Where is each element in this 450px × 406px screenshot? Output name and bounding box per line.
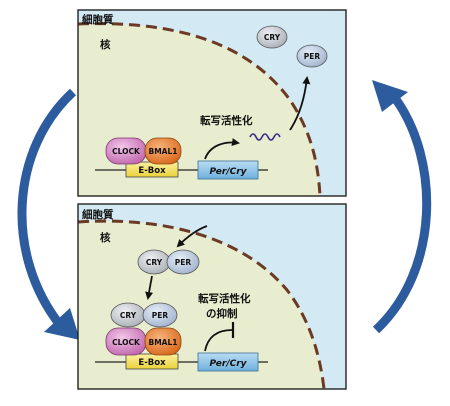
- bmal1-protein: BMAL1: [144, 327, 182, 356]
- ebox-label: E-Box: [138, 166, 166, 176]
- repression-line: [204, 329, 233, 352]
- per-protein-cytoplasm: PER: [296, 44, 328, 68]
- cycle-arrow-left: [17, 88, 80, 340]
- repression-label-line2: の抑制: [206, 307, 238, 320]
- cry-protein-label: CRY: [120, 311, 137, 320]
- binding-arrow: [145, 275, 154, 300]
- panel-border: [77, 203, 347, 390]
- per-protein-label: PER: [152, 311, 169, 320]
- nucleus-label: 核: [100, 231, 111, 244]
- clock-label: CLOCK: [112, 338, 141, 347]
- per-protein-label: PER: [175, 258, 192, 267]
- per-cry-gene: [197, 160, 259, 180]
- repression-label-line1: 転写活性化: [198, 292, 251, 305]
- cry-protein-bound: CRY: [110, 302, 146, 328]
- cytoplasm-label: 細胞質: [82, 13, 114, 26]
- per-cry-gene-label: Per/Cry: [209, 167, 247, 177]
- clock-label: CLOCK: [112, 147, 141, 156]
- cycle-arrow-right: [372, 80, 432, 334]
- cry-protein-cytoplasm: CRY: [256, 25, 288, 49]
- clock-protein: CLOCK: [105, 327, 147, 356]
- nuclear-membrane: [78, 22, 322, 196]
- ebox-label: E-Box: [138, 358, 166, 368]
- clock-protein: CLOCK: [105, 137, 147, 165]
- cytoplasm-label: 細胞質: [82, 208, 114, 221]
- cry-protein-entering: CRY: [137, 249, 171, 275]
- cry-protein-label: CRY: [146, 258, 163, 267]
- cry-protein-label: CRY: [264, 33, 281, 42]
- export-arrow: [289, 76, 311, 131]
- transcription-arrow: [204, 138, 240, 160]
- nuclear-entry-arrow: [176, 225, 208, 248]
- nucleus-label: 核: [100, 38, 111, 51]
- panel-border: [77, 9, 347, 197]
- bmal1-label: BMAL1: [149, 147, 178, 156]
- nuclear-membrane: [78, 219, 326, 389]
- panel-activation: 細胞質 核 CRY PER E-Box CLOCK BMAL1 Per/Cry: [77, 9, 347, 197]
- per-protein-entering: PER: [166, 249, 200, 275]
- panel-repression: 細胞質 核 CRY PER CRY PER E-Box: [77, 203, 347, 390]
- bmal1-protein: BMAL1: [144, 137, 182, 165]
- transcription-activation-label: 転写活性化: [200, 114, 253, 127]
- mrna-squiggle: [249, 133, 281, 141]
- bmal1-label: BMAL1: [149, 338, 178, 347]
- per-protein-label: PER: [304, 52, 321, 61]
- per-cry-gene: [197, 352, 259, 372]
- per-cry-gene-label: Per/Cry: [209, 359, 247, 369]
- per-protein-bound: PER: [142, 302, 178, 328]
